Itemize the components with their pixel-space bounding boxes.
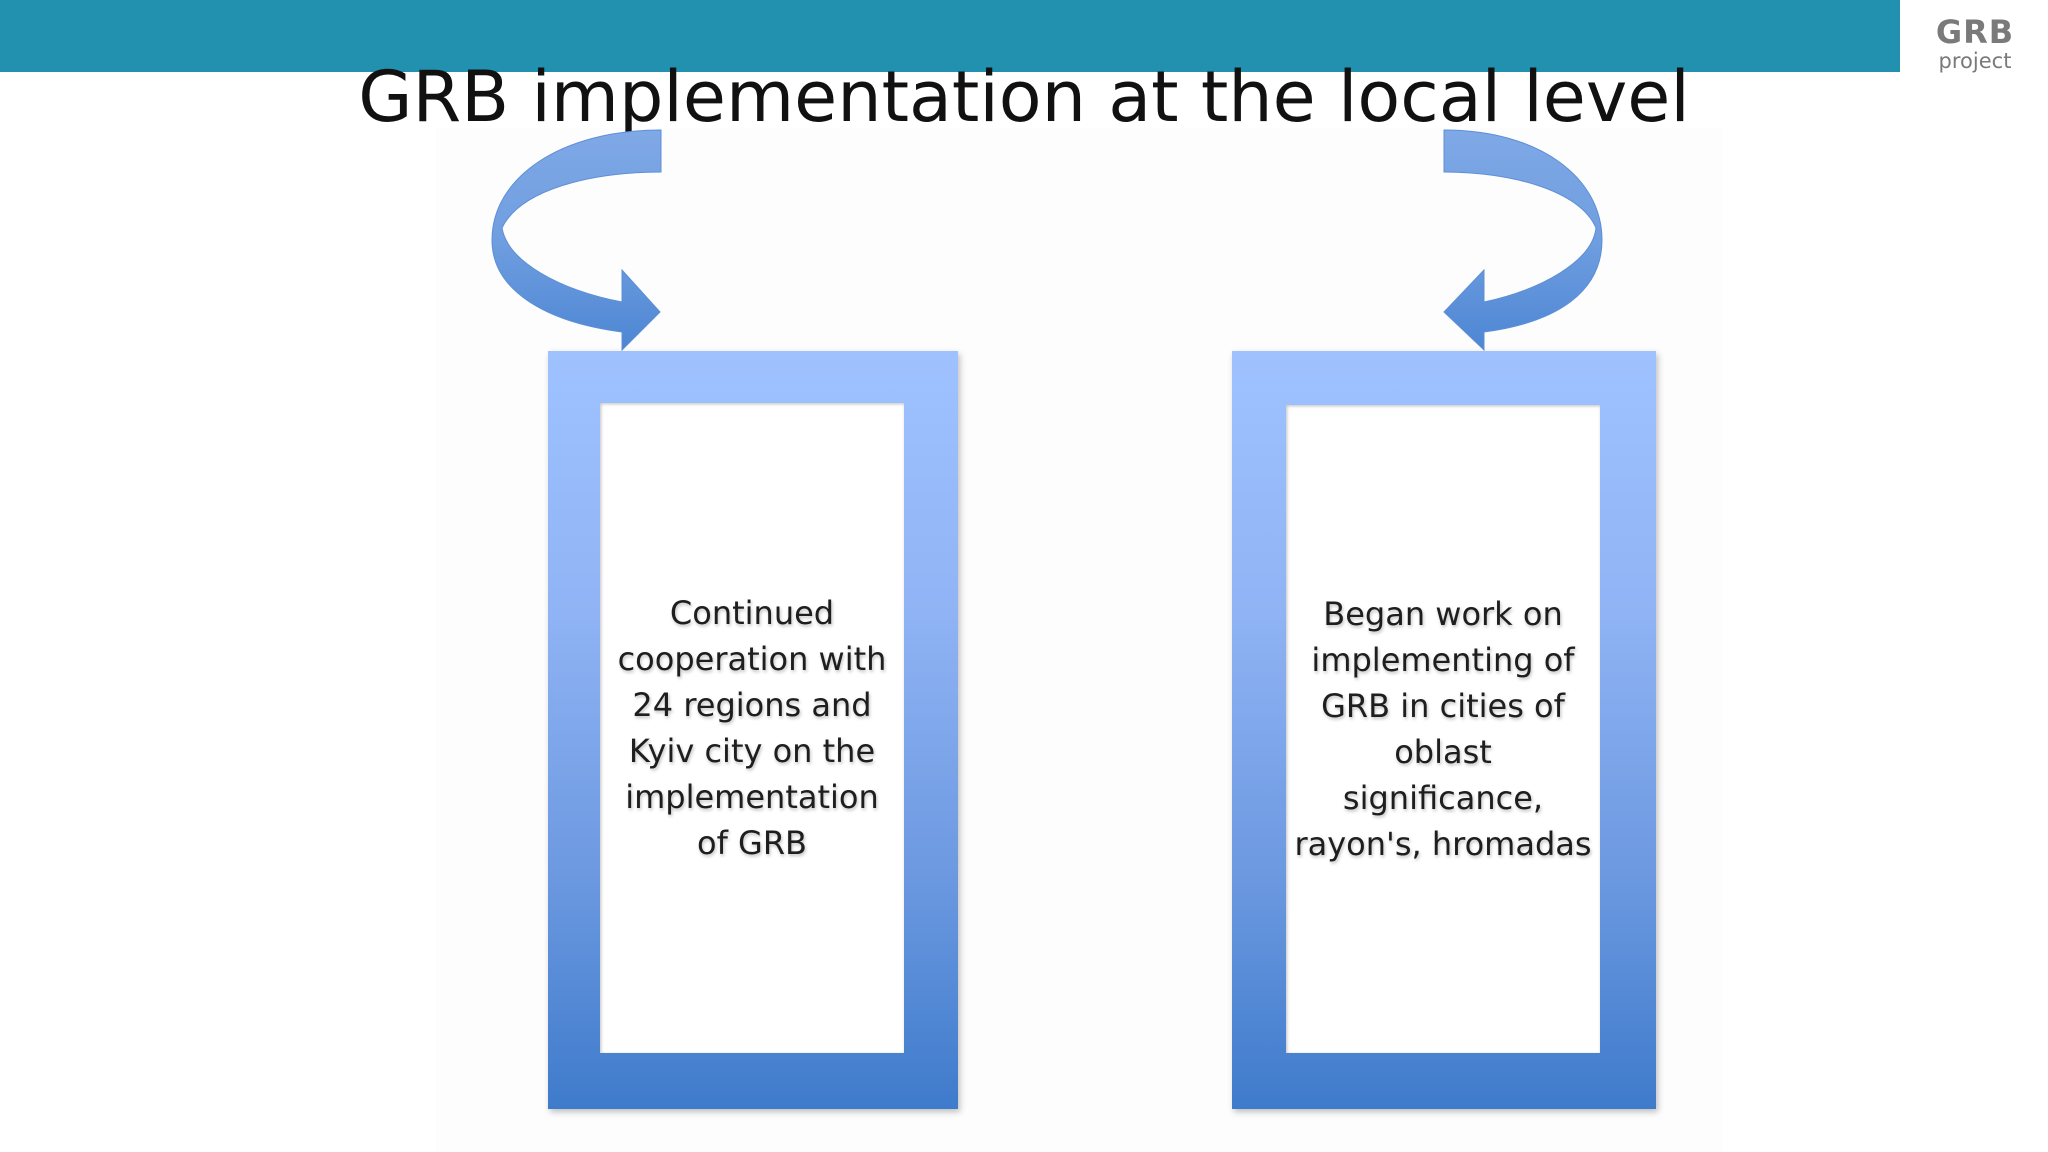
left-box-frame: Continued cooperation with 24 regions an… (548, 351, 958, 1109)
right-curved-arrow-icon (1443, 129, 1603, 352)
right-box-text: Began work on implementing of GRB in cit… (1294, 595, 1592, 863)
logo-main-text: GRB (1935, 13, 2015, 51)
grb-project-logo: GRB project (1920, 14, 2030, 84)
logo-sub-text: project (1938, 49, 2012, 73)
slide-title: GRB implementation at the local level (358, 56, 1690, 138)
top-banner (0, 0, 1900, 72)
right-box-frame: Began work on implementing of GRB in cit… (1232, 351, 1656, 1109)
left-curved-arrow-icon (491, 129, 662, 352)
left-box-text: Continued cooperation with 24 regions an… (617, 594, 887, 862)
left-box-content: Continued cooperation with 24 regions an… (600, 403, 904, 1053)
right-box-content: Began work on implementing of GRB in cit… (1286, 405, 1600, 1053)
